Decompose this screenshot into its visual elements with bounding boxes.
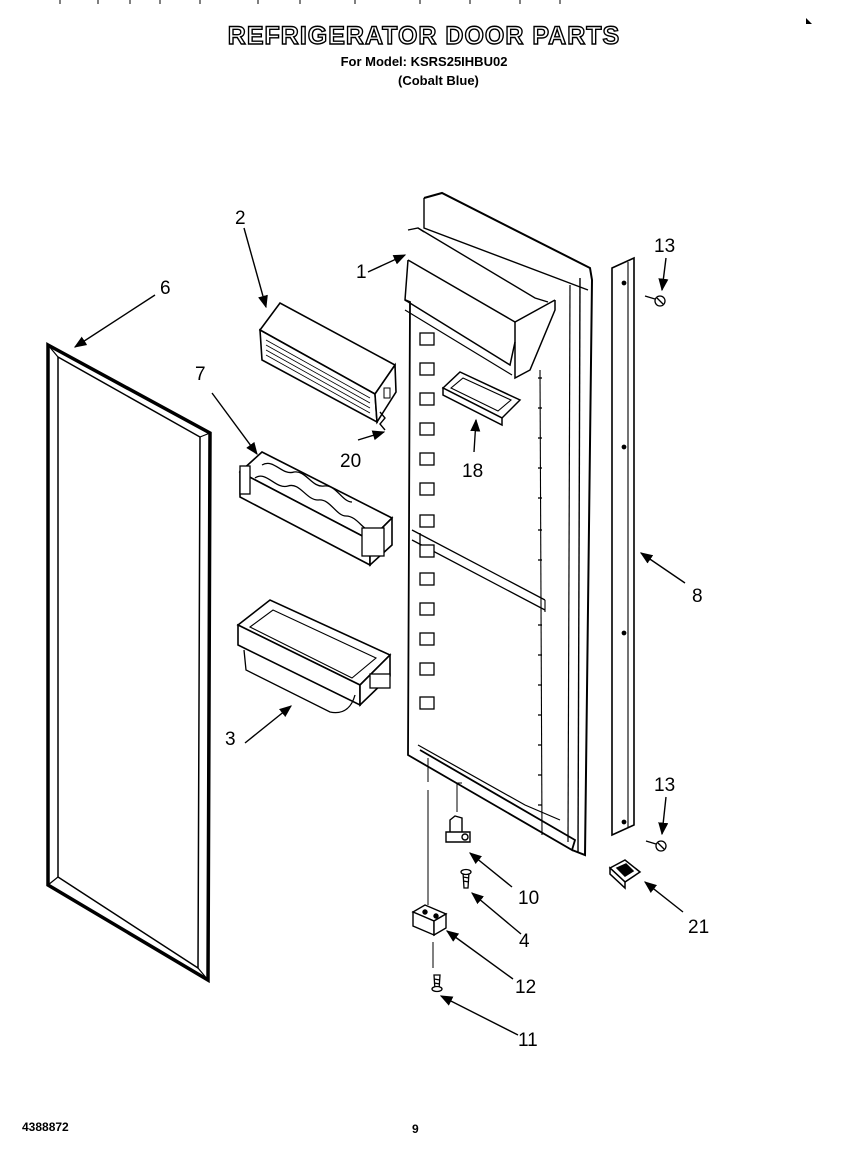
document-number: 4388872 [22,1120,69,1134]
callout-10: 10 [518,888,539,909]
callout-20: 20 [340,451,361,472]
door-bin [236,599,392,714]
liner-shelf-tabs [419,332,435,710]
callout-13-bottom: 13 [654,775,675,796]
assembly-guide-lines [427,758,462,968]
trim-screw-bottom [645,840,667,852]
callout-8: 8 [692,586,703,607]
callout-7: 7 [195,364,206,385]
callout-2: 2 [235,208,246,229]
callout-13-top: 13 [654,236,675,257]
page-title: REFRIGERATOR DOOR PARTS [227,21,621,50]
door-liner [404,191,594,857]
egg-tray [238,451,394,567]
callout-1: 1 [356,262,367,283]
hinge-cover [608,859,642,890]
page-number: 9 [412,1122,419,1136]
bracket-screw [431,974,443,993]
door-trim [611,256,635,837]
callout-4: 4 [519,931,530,952]
callout-3: 3 [225,729,236,750]
hinge-pin [445,815,471,843]
door-spring [379,411,386,431]
liner-right-ticks [538,377,542,806]
callout-6: 6 [160,278,171,299]
utility-tray [441,371,522,427]
dairy-door [258,301,397,425]
callout-18: 18 [462,461,483,482]
callout-12: 12 [515,977,536,998]
color-line: (Cobalt Blue) [398,73,479,88]
callout-11: 11 [518,1030,538,1051]
leader-arrows [73,227,686,1036]
corner-mark [806,18,812,24]
hinge-bracket [411,904,448,937]
trim-screw-top [644,295,666,307]
top-edge-marks [59,0,561,4]
hinge-screw [460,868,472,889]
callout-21: 21 [688,917,709,938]
model-line: For Model: KSRS25IHBU02 [340,54,508,69]
door-gasket [46,342,212,984]
